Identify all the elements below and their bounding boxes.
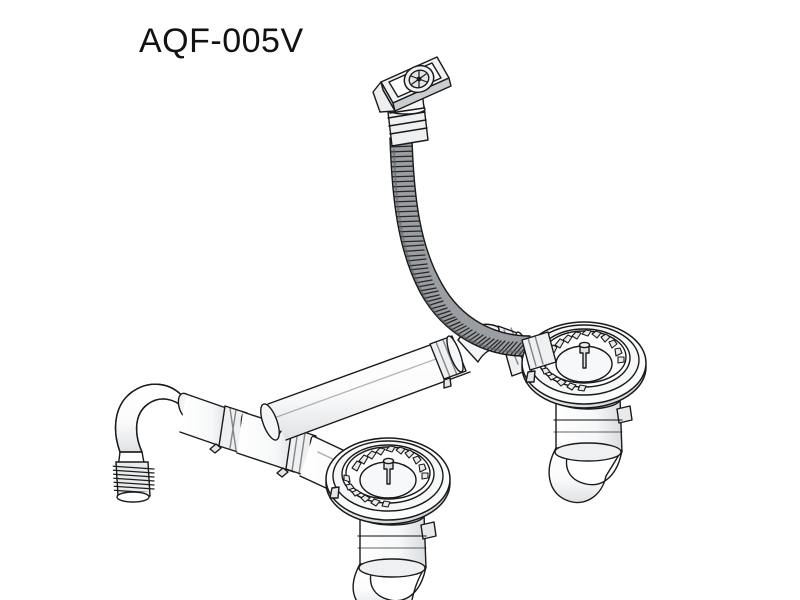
drain-assembly xyxy=(112,56,647,600)
strainer-center-post xyxy=(579,345,590,369)
strainer-center-post xyxy=(383,461,394,485)
overflow-faceplate[interactable] xyxy=(372,56,452,113)
page-title: AQF-005V xyxy=(139,22,304,60)
left-strainer-assembly xyxy=(325,437,451,600)
strainer-slots xyxy=(343,445,429,508)
coupling-nut xyxy=(429,335,467,389)
elbow-outlet xyxy=(112,383,195,503)
right-strainer-assembly xyxy=(521,321,647,504)
